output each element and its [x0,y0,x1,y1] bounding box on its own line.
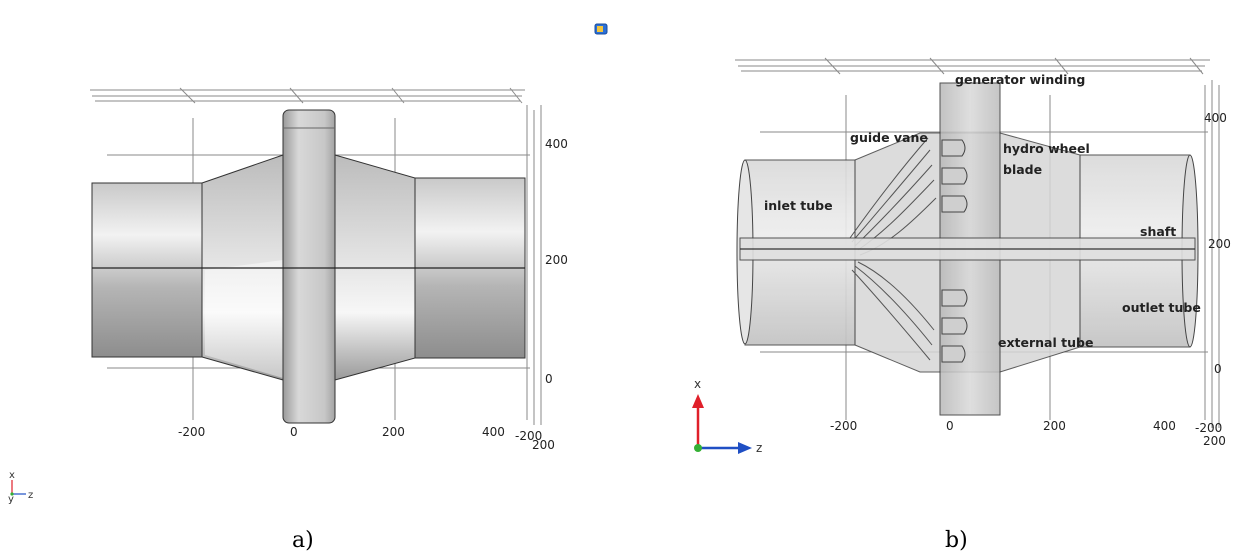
svg-text:200: 200 [382,425,405,439]
label-guide-vane: guide vane [850,130,928,145]
panel-b-labeled-view: generator winding guide vane hydro wheel… [600,0,1234,555]
svg-text:0: 0 [946,419,954,433]
panel-b-right-ticks: 400 200 0 [1204,111,1231,376]
svg-text:z: z [756,441,762,455]
hydro-wheel-blades [941,139,968,363]
caption-a: a) [292,528,314,553]
generator-disc [282,109,336,424]
svg-text:400: 400 [1204,111,1227,125]
svg-text:-200: -200 [515,429,542,443]
svg-text:200: 200 [1203,434,1226,448]
svg-text:200: 200 [1208,237,1231,251]
svg-text:400: 400 [482,425,505,439]
svg-text:x: x [9,470,15,481]
svg-text:z: z [28,490,33,501]
label-inlet-tube: inlet tube [764,198,833,213]
svg-text:200: 200 [1043,419,1066,433]
panel-a-front-view: -200 0 200 400 -200 200 400 200 0 x y z … [0,0,600,555]
label-outlet-tube: outlet tube [1122,300,1201,315]
component-labels: generator winding guide vane hydro wheel… [764,72,1201,350]
svg-text:y: y [8,494,14,505]
panel-b-axis-triad: x z [692,377,762,455]
label-hydro-wheel: hydro wheel [1003,141,1090,156]
svg-text:0: 0 [1214,362,1222,376]
svg-text:200: 200 [532,438,555,452]
svg-text:-200: -200 [178,425,205,439]
label-generator-winding: generator winding [955,72,1085,87]
panel-a-axis-triad: x y z [8,470,33,505]
caption-b: b) [945,528,968,553]
left-tube [91,182,203,358]
svg-text:200: 200 [545,253,568,267]
svg-text:0: 0 [545,372,553,386]
svg-text:0: 0 [290,425,298,439]
svg-text:x: x [694,377,701,391]
svg-text:400: 400 [1153,419,1176,433]
panel-b-bottom-ticks: -200 0 200 400 -200 200 [830,419,1226,448]
panel-a-right-ticks: 400 200 0 [545,137,568,386]
screen-icon[interactable] [594,22,608,36]
label-blade: blade [1003,162,1042,177]
svg-text:-200: -200 [830,419,857,433]
label-external-tube: external tube [998,335,1093,350]
svg-text:-200: -200 [1195,421,1222,435]
label-shaft: shaft [1140,224,1176,239]
panel-a-bottom-ticks: -200 0 200 400 -200 200 [178,425,555,452]
svg-text:400: 400 [545,137,568,151]
